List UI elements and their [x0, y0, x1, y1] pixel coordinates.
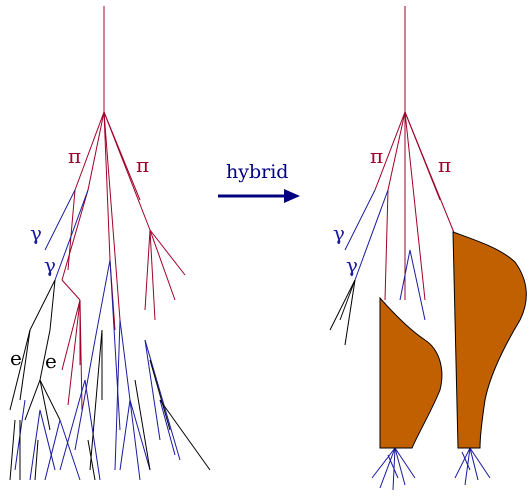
hybrid-shower: π π γ γ [329, 6, 527, 491]
hybrid-hadronic-lines [374, 6, 456, 301]
pi-label-right: π [136, 153, 149, 177]
electron-label-1: e [10, 346, 22, 370]
full-shower: π π γ γ e e [9, 6, 211, 481]
hybrid-electron-lines [329, 279, 356, 346]
gamma-label-2: γ [44, 253, 56, 277]
hybrid-label: hybrid [226, 161, 288, 183]
pi-label-left-hybrid: π [370, 144, 383, 168]
pi-label-left: π [68, 144, 81, 168]
gamma-label-1: γ [30, 221, 42, 245]
hybrid-arrow: hybrid [218, 161, 300, 203]
gamma-label-2-hybrid: γ [346, 253, 358, 277]
subshower-blob-left [379, 296, 443, 449]
electron-lines [9, 279, 211, 481]
gamma-label-1-hybrid: γ [333, 221, 345, 245]
electron-label-2: e [45, 349, 57, 373]
photon-lines [14, 189, 181, 481]
hybrid-photon-lines [344, 189, 491, 491]
subshower-blob-right [452, 231, 527, 449]
hadronic-lines [61, 6, 186, 411]
pi-label-right-hybrid: π [438, 153, 451, 177]
